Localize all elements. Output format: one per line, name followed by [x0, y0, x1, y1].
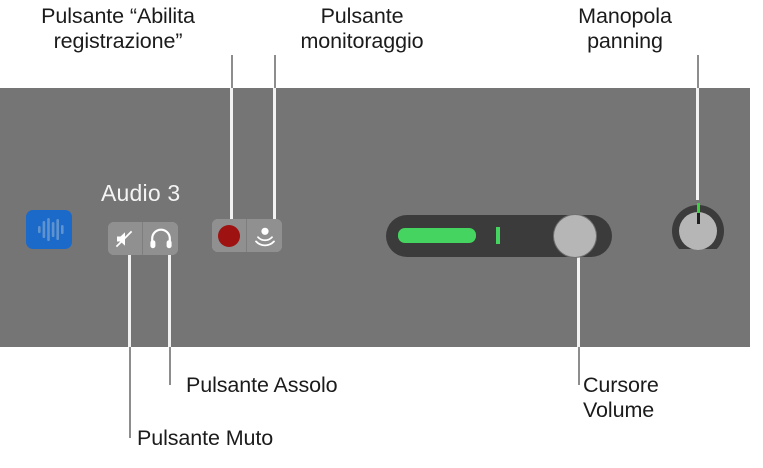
leader-line-solo-inner [168, 255, 171, 347]
volume-peak-tick [496, 227, 500, 244]
track-name-label: Audio 3 [101, 180, 181, 206]
monitoring-button[interactable] [247, 219, 282, 252]
leader-line-solo [169, 347, 171, 385]
record-circle-icon [218, 224, 240, 247]
volume-slider[interactable] [386, 215, 612, 257]
volume-slider-thumb[interactable] [554, 215, 596, 257]
leader-line-pan-knob [697, 55, 699, 88]
leader-line-pan-knob-inner [696, 88, 699, 200]
leader-line-volume-inner [577, 242, 580, 347]
mute-icon [114, 229, 136, 249]
leader-line-monitoring-inner [273, 88, 276, 219]
volume-level-meter [398, 228, 476, 243]
mute-solo-button-group [108, 222, 178, 255]
leader-line-mute [129, 347, 131, 438]
callout-label-mute: Pulsante Muto [137, 426, 274, 450]
leader-line-record-enable [231, 55, 233, 88]
leader-line-record-enable-inner [230, 88, 233, 219]
leader-line-volume [578, 347, 580, 385]
pan-knob-pointer [696, 213, 700, 224]
pan-knob-indicator [696, 203, 700, 214]
solo-button[interactable] [143, 222, 178, 255]
audio-waveform-icon[interactable] [26, 210, 72, 249]
monitor-input-icon [253, 225, 277, 247]
record-enable-button[interactable] [212, 219, 247, 252]
callout-label-solo: Pulsante Assolo [186, 373, 338, 397]
leader-line-mute-inner [128, 255, 131, 347]
callout-label-volume: Cursore Volume [583, 373, 659, 422]
leader-line-monitoring [274, 55, 276, 88]
record-monitor-button-group [212, 219, 282, 252]
track-header-panel: Audio 3 [0, 88, 750, 347]
callout-label-record-enable: Pulsante “Abilita registrazione” [41, 4, 195, 53]
callout-label-pan-knob: Manopola panning [578, 4, 672, 53]
callout-label-monitoring: Pulsante monitoraggio [300, 4, 424, 53]
mute-button[interactable] [108, 222, 143, 255]
pan-knob[interactable] [672, 203, 724, 259]
headphones-icon [149, 228, 173, 249]
